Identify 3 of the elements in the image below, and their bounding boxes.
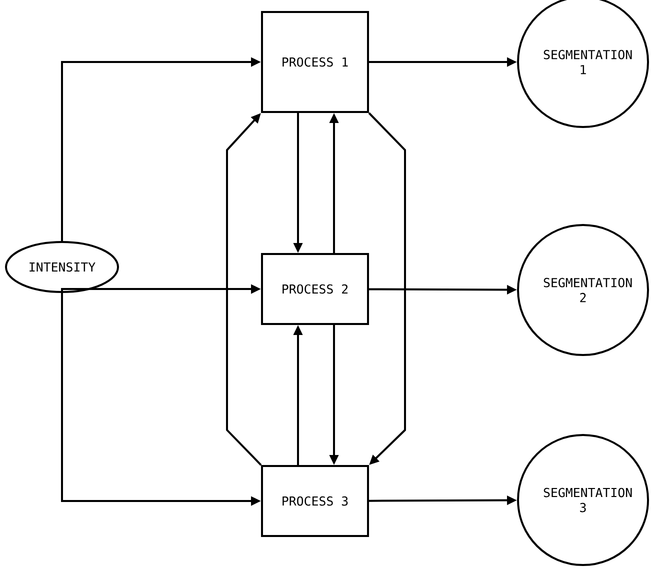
process-box: PROCESS 3 xyxy=(261,465,369,538)
process-box: PROCESS 2 xyxy=(261,253,369,326)
process-box: PROCESS 1 xyxy=(261,11,369,114)
